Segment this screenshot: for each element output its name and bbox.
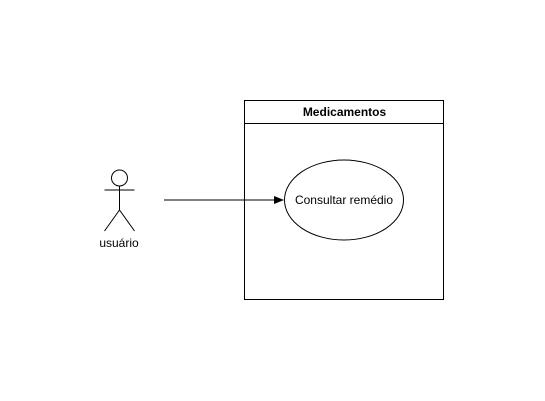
use-case-label: Consultar remédio xyxy=(294,193,394,207)
actor-right-leg xyxy=(119,209,135,232)
actor-head xyxy=(111,169,128,187)
actor-figure[interactable] xyxy=(104,169,135,232)
system-boundary-title: Medicamentos xyxy=(302,105,387,119)
actor-label: usuário xyxy=(99,236,139,250)
use-case-ellipse[interactable] xyxy=(284,159,404,241)
actor-left-leg xyxy=(104,209,120,232)
